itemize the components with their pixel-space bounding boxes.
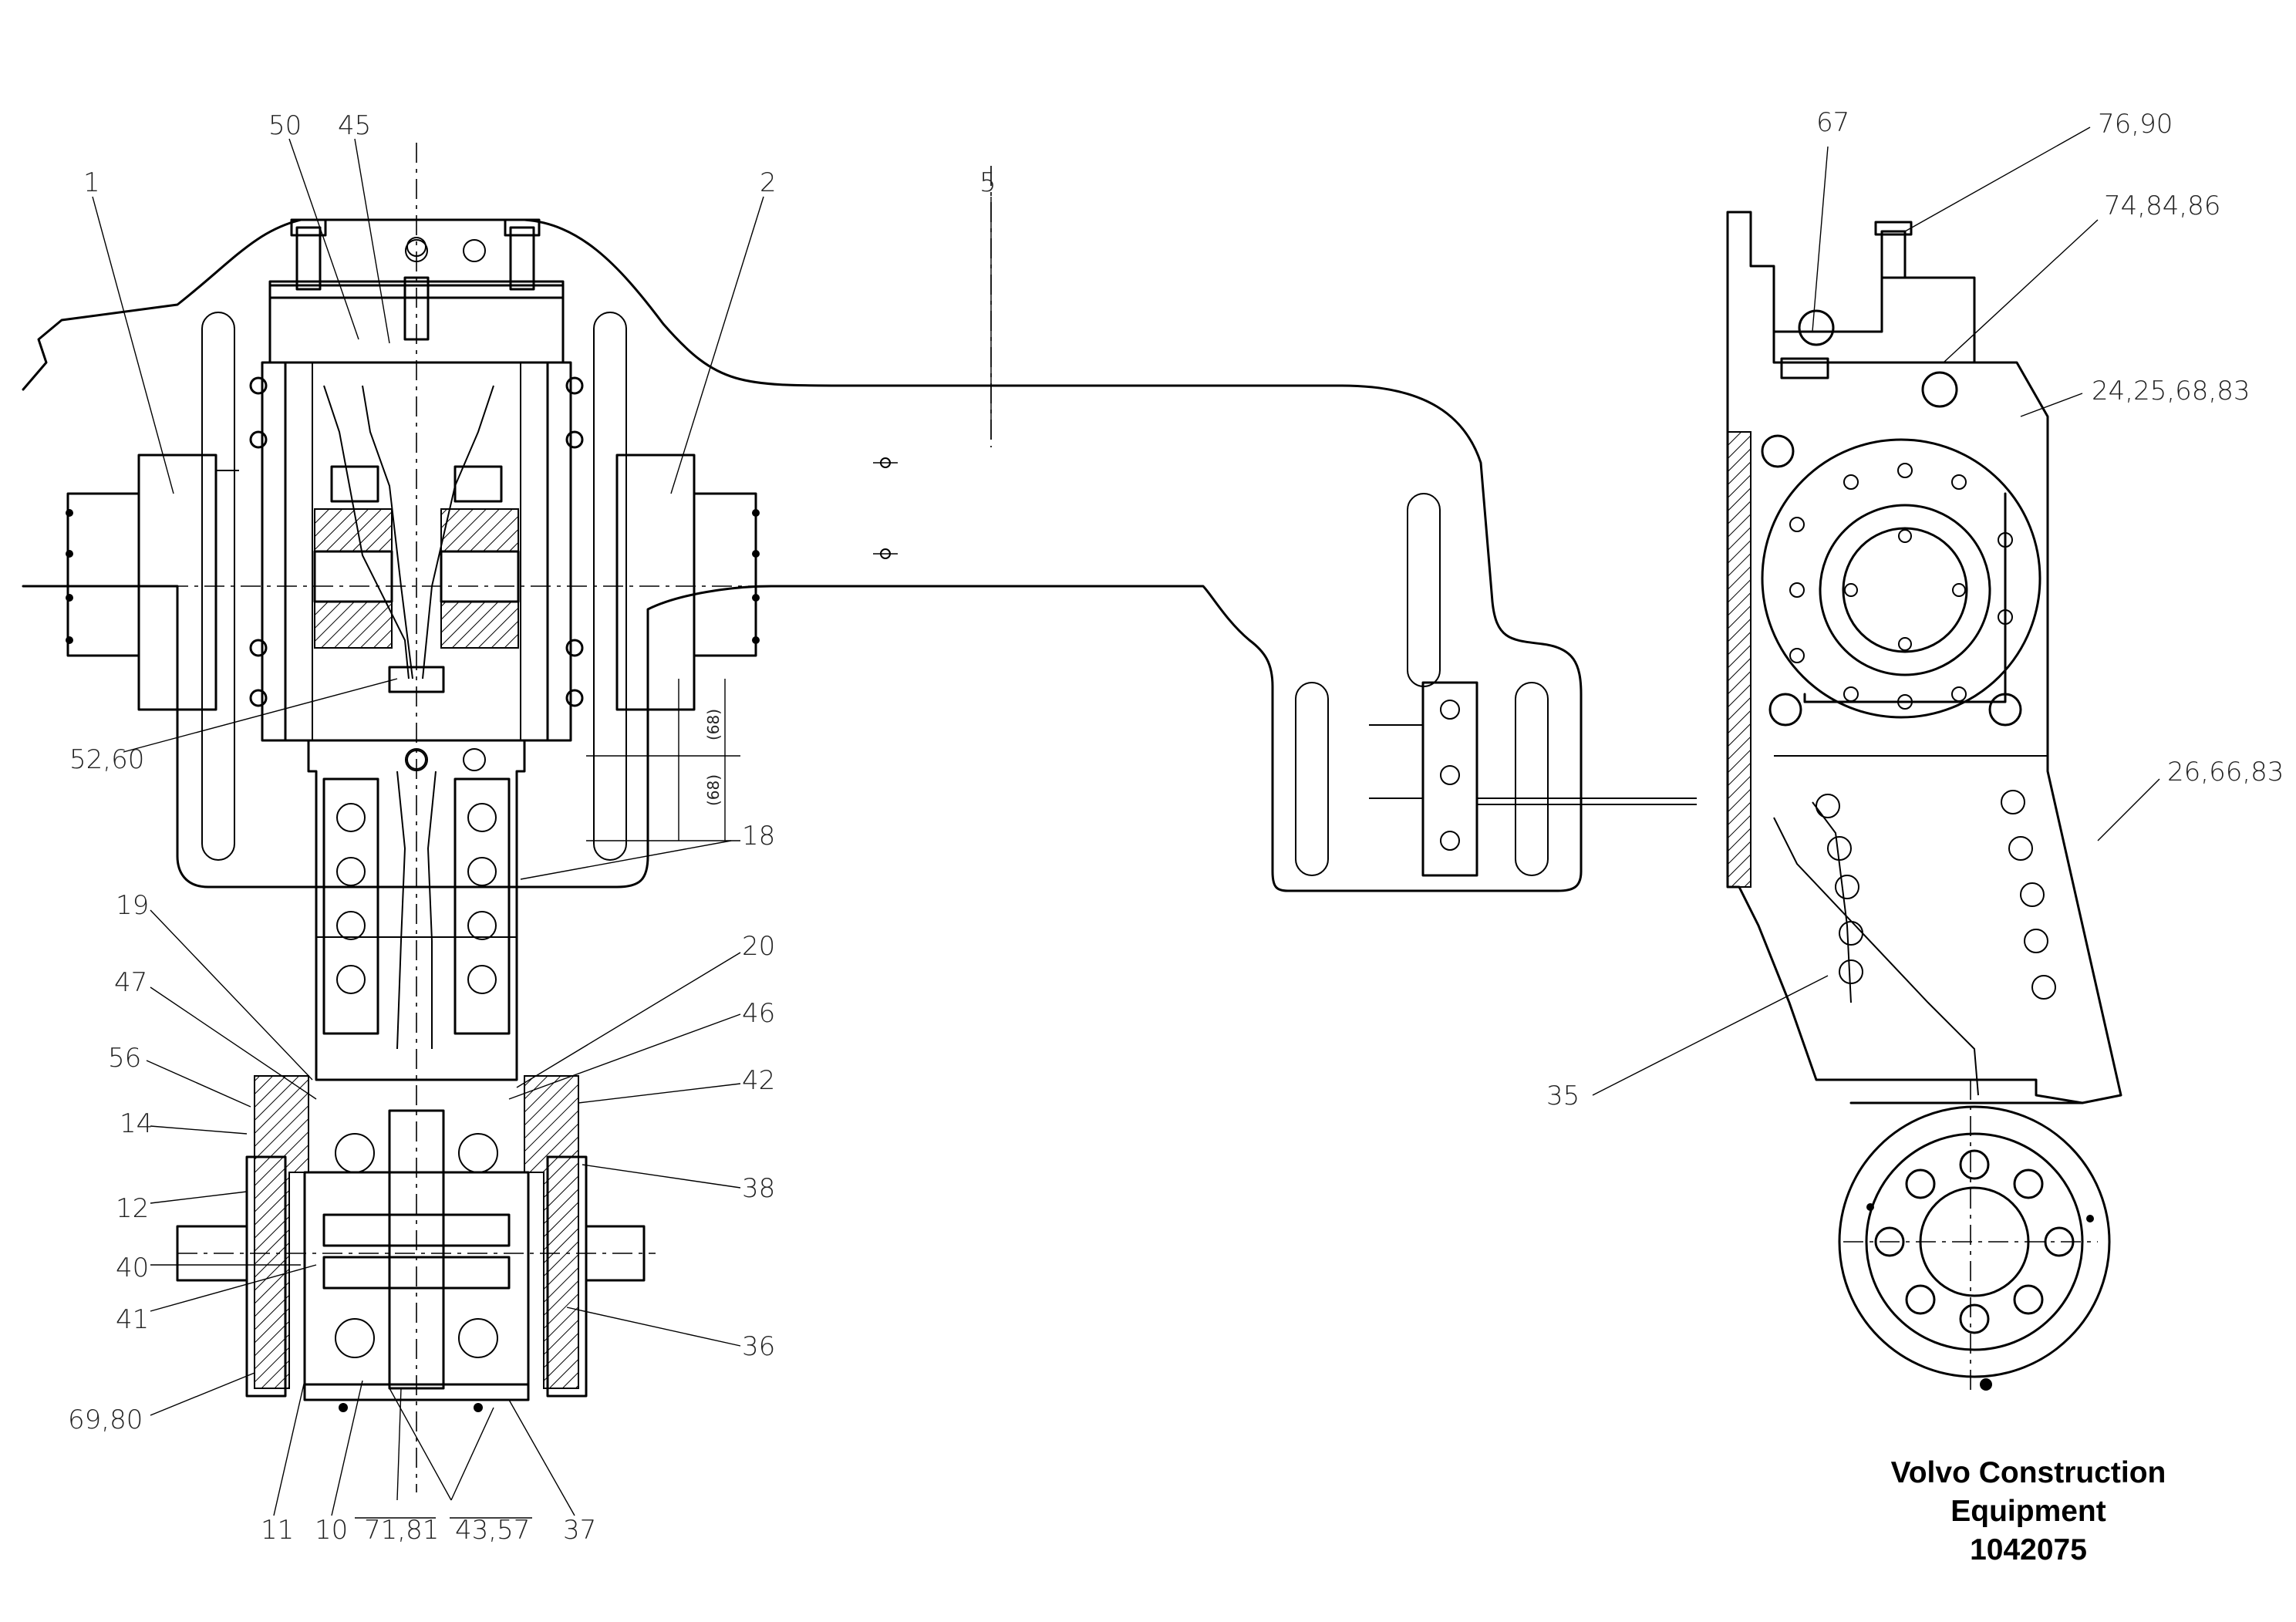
callout-38: 38 — [742, 1173, 775, 1204]
callout-74-84-86: 74,84,86 — [2104, 191, 2220, 221]
dimension-68-lower: (68) — [704, 774, 723, 806]
callout-45: 45 — [338, 110, 371, 141]
callout-5: 5 — [979, 167, 996, 198]
callout-20: 20 — [742, 931, 775, 962]
callout-46: 46 — [742, 998, 775, 1029]
callout-19: 19 — [116, 890, 149, 921]
motor-block-right — [615, 454, 760, 711]
callout-76-90: 76,90 — [2098, 109, 2173, 140]
callout-24-25-68-83: 24,25,68,83 — [2092, 376, 2250, 406]
callout-36: 36 — [742, 1331, 775, 1362]
leader-lines — [92, 126, 2160, 1516]
chain-case — [307, 679, 740, 1081]
callout-71-81: 71,81 — [364, 1515, 439, 1546]
callout-18: 18 — [742, 821, 775, 851]
callout-2: 2 — [760, 167, 777, 198]
motor-block-left — [66, 454, 239, 711]
callout-26-66-83: 26,66,83 — [2167, 757, 2284, 787]
callout-10: 10 — [315, 1515, 348, 1546]
callout-35: 35 — [1546, 1081, 1580, 1111]
company-name-line2: Equipment — [1950, 1495, 2106, 1528]
callout-37: 37 — [563, 1515, 596, 1546]
side-view — [1726, 211, 2122, 1391]
centerlines — [23, 143, 2098, 1492]
callout-52-60: 52,60 — [69, 744, 144, 775]
callout-1: 1 — [83, 167, 100, 198]
gearbox-upper — [249, 218, 584, 770]
title-block: Volvo Construction Equipment 1042075 — [1847, 1454, 2210, 1570]
frame-outline — [22, 218, 1583, 892]
callout-12: 12 — [116, 1193, 149, 1224]
callout-41: 41 — [116, 1304, 149, 1335]
callout-labels: 1 2 5 50 45 52,60 18 19 20 47 46 56 42 1… — [68, 107, 2284, 1546]
company-name-line1: Volvo Construction — [1890, 1456, 2166, 1489]
callout-69-80: 69,80 — [68, 1404, 143, 1435]
callout-40: 40 — [116, 1253, 149, 1283]
callout-14: 14 — [120, 1108, 153, 1139]
callout-43-57: 43,57 — [455, 1515, 530, 1546]
bracket — [1369, 681, 1697, 877]
dimension-68-upper: (68) — [704, 709, 723, 740]
callout-50: 50 — [268, 110, 302, 141]
drawing-number: 1042075 — [1970, 1533, 2087, 1566]
callout-56: 56 — [108, 1043, 141, 1074]
final-drive-housing — [176, 1075, 646, 1412]
callout-42: 42 — [742, 1065, 775, 1096]
callout-67: 67 — [1816, 107, 1849, 138]
callout-47: 47 — [114, 967, 147, 998]
callout-11: 11 — [261, 1515, 294, 1546]
